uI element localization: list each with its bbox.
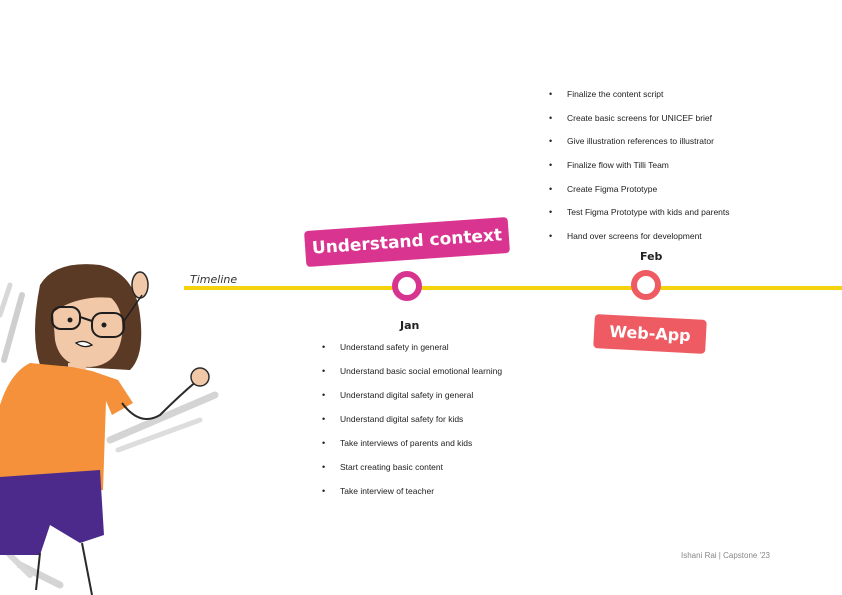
timeline-line bbox=[184, 286, 842, 290]
month-label-feb: Feb bbox=[640, 250, 663, 263]
list-item: Create Figma Prototype bbox=[549, 184, 809, 208]
timeline-label: Timeline bbox=[190, 273, 238, 286]
list-item: Understand basic social emotional learni… bbox=[322, 362, 512, 380]
list-item: Hand over screens for development bbox=[549, 231, 809, 255]
list-item: Understand digital safety in general bbox=[322, 386, 512, 404]
list-item: Understand safety in general bbox=[322, 338, 512, 356]
footer-credit: Ishani Rai | Capstone '23 bbox=[681, 551, 770, 560]
list-item: Create basic screens for UNICEF brief bbox=[549, 113, 809, 137]
list-item: Start creating basic content bbox=[322, 458, 512, 476]
list-item: Give illustration references to illustra… bbox=[549, 136, 809, 160]
list-item: Finalize the content script bbox=[549, 89, 809, 113]
feb-task-list: Finalize the content script Create basic… bbox=[549, 89, 809, 255]
month-label-jan: Jan bbox=[400, 319, 420, 332]
timeline-node-jan bbox=[392, 271, 422, 301]
phase-tag-understand-context: Understand context bbox=[303, 216, 511, 268]
girl-character-illustration bbox=[0, 264, 219, 595]
list-item: Finalize flow with Tilli Team bbox=[549, 160, 809, 184]
list-item: Understand digital safety for kids bbox=[322, 410, 512, 428]
phase-tag-web-app: Web-App bbox=[593, 314, 707, 354]
list-item: Take interviews of parents and kids bbox=[322, 434, 512, 452]
timeline-node-feb bbox=[631, 270, 661, 300]
jan-task-list: Understand safety in general Understand … bbox=[322, 338, 512, 506]
list-item: Test Figma Prototype with kids and paren… bbox=[549, 207, 809, 231]
list-item: Take interview of teacher bbox=[322, 482, 512, 500]
